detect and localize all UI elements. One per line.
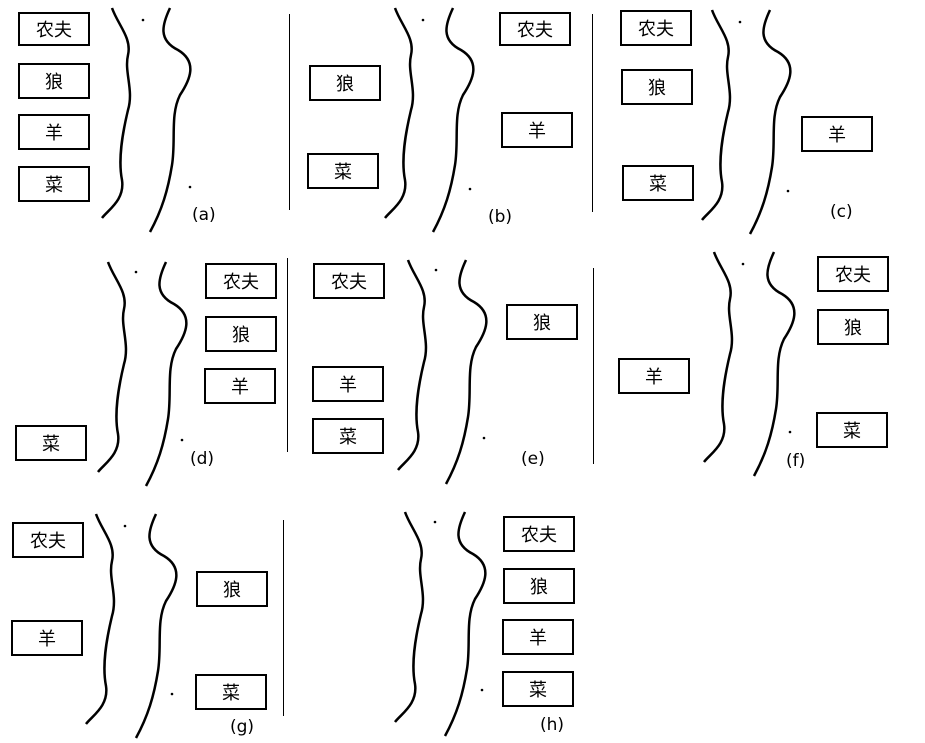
caption-h: (h) [540, 715, 565, 735]
wolf-box-f: 狼 [817, 309, 889, 345]
dot-g-top [123, 524, 127, 528]
sheep-box-a: 羊 [18, 114, 90, 150]
sheep-box-h: 羊 [502, 619, 574, 655]
river-bank-left-e [397, 259, 428, 471]
dot-c-bottom [786, 189, 790, 193]
farmer-box-g: 农夫 [12, 522, 84, 558]
sheep-box-d: 羊 [204, 368, 276, 404]
separator-e-f [593, 268, 594, 464]
farmer-box-f: 农夫 [817, 256, 889, 292]
sheep-box-e: 羊 [312, 366, 384, 402]
wolf-box-b: 狼 [309, 65, 381, 101]
caption-e: (e) [521, 449, 545, 469]
wolf-box-e: 狼 [506, 304, 578, 340]
river-bank-right-h [443, 511, 487, 737]
separator-b-c [592, 14, 593, 212]
river-bank-left-b [384, 7, 415, 219]
dot-f-top [741, 262, 745, 266]
wolf-box-h: 狼 [503, 568, 575, 604]
cabbage-box-d: 菜 [15, 425, 87, 461]
river-bank-left-a [101, 7, 132, 219]
farmer-box-b: 农夫 [499, 12, 571, 46]
cabbage-box-f: 菜 [816, 412, 888, 448]
cabbage-box-a: 菜 [18, 166, 90, 202]
cabbage-box-b: 菜 [307, 153, 379, 189]
river-bank-left-h [394, 511, 425, 723]
wolf-box-c: 狼 [621, 69, 693, 105]
cabbage-box-c: 菜 [622, 165, 694, 201]
caption-d: (d) [190, 449, 215, 469]
separator-a-b [289, 14, 290, 210]
wolf-box-g: 狼 [196, 571, 268, 607]
dot-h-top [433, 520, 437, 524]
farmer-box-c: 农夫 [620, 10, 692, 46]
caption-b: (b) [488, 207, 513, 227]
river-bank-right-b [431, 7, 475, 233]
sheep-box-g: 羊 [11, 620, 83, 656]
dot-b-bottom [468, 187, 472, 191]
dot-h-bottom [480, 688, 484, 692]
dot-a-top [141, 18, 145, 22]
river-bank-right-e [444, 259, 488, 485]
separator-d-e [287, 258, 288, 452]
caption-a: (a) [192, 205, 216, 225]
farmer-box-e: 农夫 [313, 263, 385, 299]
separator-g-h [283, 520, 284, 716]
sheep-box-f: 羊 [618, 358, 690, 394]
caption-c: (c) [830, 202, 853, 222]
cabbage-box-h: 菜 [502, 671, 574, 707]
sheep-box-c: 羊 [801, 116, 873, 152]
river-bank-right-d [144, 261, 188, 487]
farmer-box-d: 农夫 [205, 263, 277, 299]
river-bank-right-f [752, 251, 796, 477]
river-bank-right-c [748, 9, 792, 235]
dot-f-bottom [788, 430, 792, 434]
caption-f: (f) [786, 451, 806, 471]
sheep-box-b: 羊 [501, 112, 573, 148]
dot-e-top [434, 268, 438, 272]
dot-c-top [738, 20, 742, 24]
dot-a-bottom [188, 185, 192, 189]
dot-g-bottom [170, 692, 174, 696]
river-bank-left-c [701, 9, 732, 221]
dot-b-top [421, 18, 425, 22]
cabbage-box-e: 菜 [312, 418, 384, 454]
farmer-box-a: 农夫 [18, 12, 90, 46]
river-bank-left-g [85, 513, 116, 725]
caption-g: (g) [230, 717, 255, 737]
dot-d-bottom [180, 438, 184, 442]
dot-d-top [134, 270, 138, 274]
river-bank-left-f [703, 251, 734, 463]
dot-e-bottom [482, 436, 486, 440]
wolf-box-a: 狼 [18, 63, 90, 99]
cabbage-box-g: 菜 [195, 674, 267, 710]
river-bank-left-d [97, 261, 128, 473]
river-bank-right-g [134, 513, 178, 739]
river-bank-right-a [148, 7, 192, 233]
wolf-box-d: 狼 [205, 316, 277, 352]
farmer-box-h: 农夫 [503, 516, 575, 552]
